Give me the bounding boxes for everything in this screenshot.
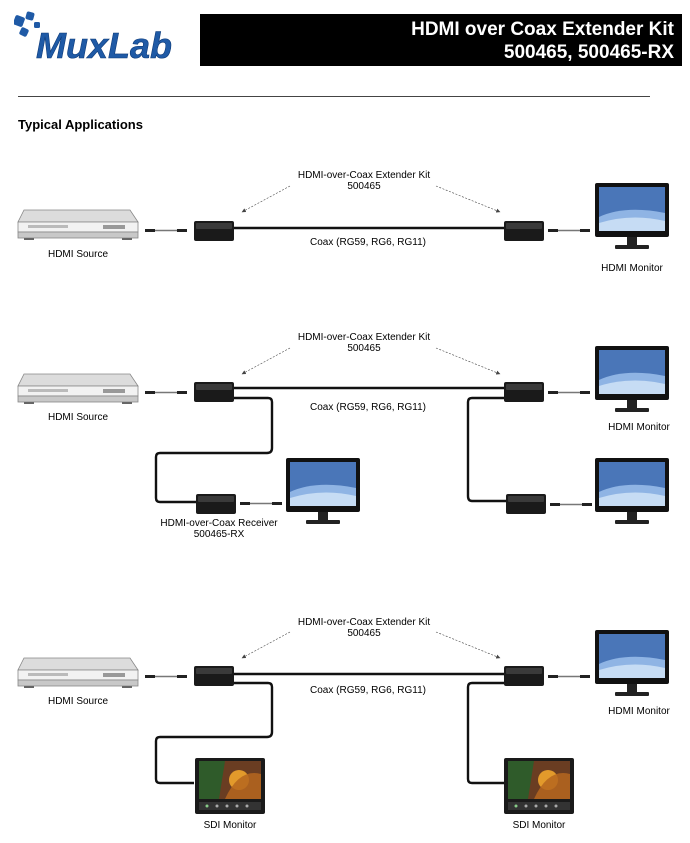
hdmi-cable-icon xyxy=(547,228,591,233)
hdmi-source-device-icon xyxy=(17,657,139,689)
source-label: HDMI Source xyxy=(48,249,108,260)
application-3: HDMI Source HDMI Monitor HDMI-over-Coax … xyxy=(17,617,671,831)
kit-model: 500465 xyxy=(347,343,381,354)
kit-label: HDMI-over-Coax Extender Kit xyxy=(298,617,430,628)
receiver-icon xyxy=(506,494,546,514)
application-1: HDMI Source HDMI Monitor HDMI-over-Coax … xyxy=(17,170,669,274)
hdmi-cable-icon xyxy=(549,502,593,507)
coax-label: Coax (RG59, RG6, RG11) xyxy=(310,685,426,696)
coax-cable xyxy=(154,681,274,785)
kit-model: 500465 xyxy=(347,181,381,192)
kit-model: 500465 xyxy=(347,628,381,639)
header-divider xyxy=(18,96,650,97)
hdmi-source-device-icon xyxy=(17,373,139,405)
sdi-monitor-label: SDI Monitor xyxy=(513,820,566,831)
display-label: HDMI Monitor xyxy=(601,263,663,274)
kit-label: HDMI-over-Coax Extender Kit xyxy=(298,170,430,181)
coax-cable xyxy=(154,396,274,504)
hdmi-cable-icon xyxy=(144,674,188,679)
hdmi-cable-icon xyxy=(547,674,591,679)
coax-cable xyxy=(466,396,506,503)
hdmi-monitor-icon xyxy=(595,458,669,524)
receiver-icon xyxy=(504,221,544,241)
kit-label: HDMI-over-Coax Extender Kit xyxy=(298,332,430,343)
hdmi-cable-icon xyxy=(144,390,188,395)
coax-label: Coax (RG59, RG6, RG11) xyxy=(310,237,426,248)
display-label: HDMI Monitor xyxy=(608,706,670,717)
sdi-monitor-icon xyxy=(504,758,574,814)
hdmi-monitor-icon xyxy=(595,630,669,696)
hdmi-monitor-icon xyxy=(286,458,360,524)
sdi-monitor-label: SDI Monitor xyxy=(204,820,257,831)
application-2: HDMI Source HDMI Monitor HDMI-over-Coax … xyxy=(17,332,671,540)
coax-cable xyxy=(466,681,504,785)
hdmi-cable-icon xyxy=(239,501,283,506)
logo-mark-icon xyxy=(14,11,40,37)
transmitter-icon xyxy=(194,382,234,402)
pointer-arrow xyxy=(435,631,501,659)
hdmi-monitor-icon xyxy=(595,183,669,249)
pointer-arrow xyxy=(241,185,291,213)
muxlab-logo: MuxLab xyxy=(14,11,172,66)
hdmi-source-device-icon xyxy=(17,209,139,241)
hdmi-cable-icon xyxy=(144,228,188,233)
hdmi-cable-icon xyxy=(547,390,591,395)
hdmi-monitor-icon xyxy=(595,346,669,412)
receiver-icon xyxy=(504,382,544,402)
source-label: HDMI Source xyxy=(48,412,108,423)
sdi-monitor-icon xyxy=(195,758,265,814)
receiver-icon xyxy=(196,494,236,514)
pointer-arrow xyxy=(241,631,291,659)
pointer-arrow xyxy=(435,185,501,213)
display-label: HDMI Monitor xyxy=(608,422,670,433)
transmitter-icon xyxy=(194,666,234,686)
header-models: 500465, 500465-RX xyxy=(503,42,674,63)
logo-text: MuxLab xyxy=(36,25,172,66)
transmitter-icon xyxy=(194,221,234,241)
coax-label: Coax (RG59, RG6, RG11) xyxy=(310,402,426,413)
section-title: Typical Applications xyxy=(18,117,143,132)
receiver-icon xyxy=(504,666,544,686)
receiver-label: HDMI-over-Coax Receiver xyxy=(160,518,278,529)
source-label: HDMI Source xyxy=(48,696,108,707)
header-banner: HDMI over Coax Extender Kit 500465, 5004… xyxy=(200,14,682,66)
pointer-arrow xyxy=(241,347,291,375)
header-title: HDMI over Coax Extender Kit xyxy=(411,19,674,40)
receiver-model: 500465-RX xyxy=(194,529,245,540)
pointer-arrow xyxy=(435,347,501,375)
